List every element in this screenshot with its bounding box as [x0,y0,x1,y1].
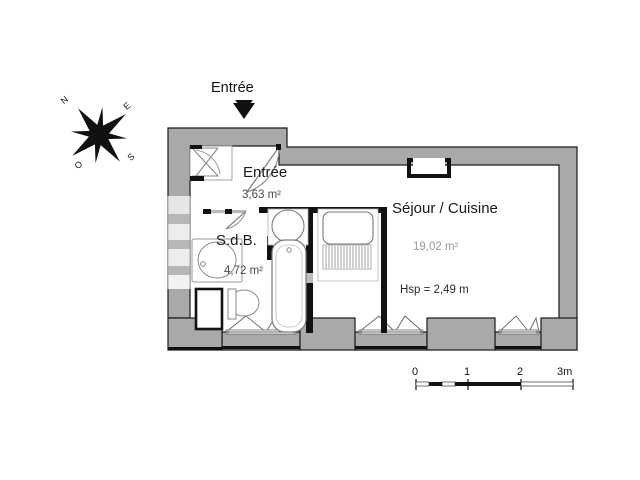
left-wall-window-bands [167,196,191,289]
room-label-entree: Entrée [243,164,288,181]
room-ceiling-height-sejour-cuisine: Hsp = 2,49 m [400,284,469,296]
wall-niche-symbol [407,158,451,178]
room-label-sejour-cuisine: Séjour / Cuisine [392,200,498,217]
compass-star [70,106,128,164]
scale-tick-1: 1 [464,366,471,378]
room-area-entree: 3,63 m² [242,189,281,201]
scale-tick-3: 3m [557,366,573,378]
entry-marker-label: Entrée [211,80,254,96]
scale-tick-0: 0 [412,366,419,378]
room-area-sejour-cuisine: 19,02 m² [413,241,459,253]
closet-doors [189,145,233,181]
bathroom-fixtures [191,208,379,333]
room-label-sdb: S.d.B. [216,232,257,249]
room-area-sdb: 4,72 m² [224,265,263,277]
entrance-door [246,144,281,193]
scale-tick-2: 2 [517,366,524,378]
